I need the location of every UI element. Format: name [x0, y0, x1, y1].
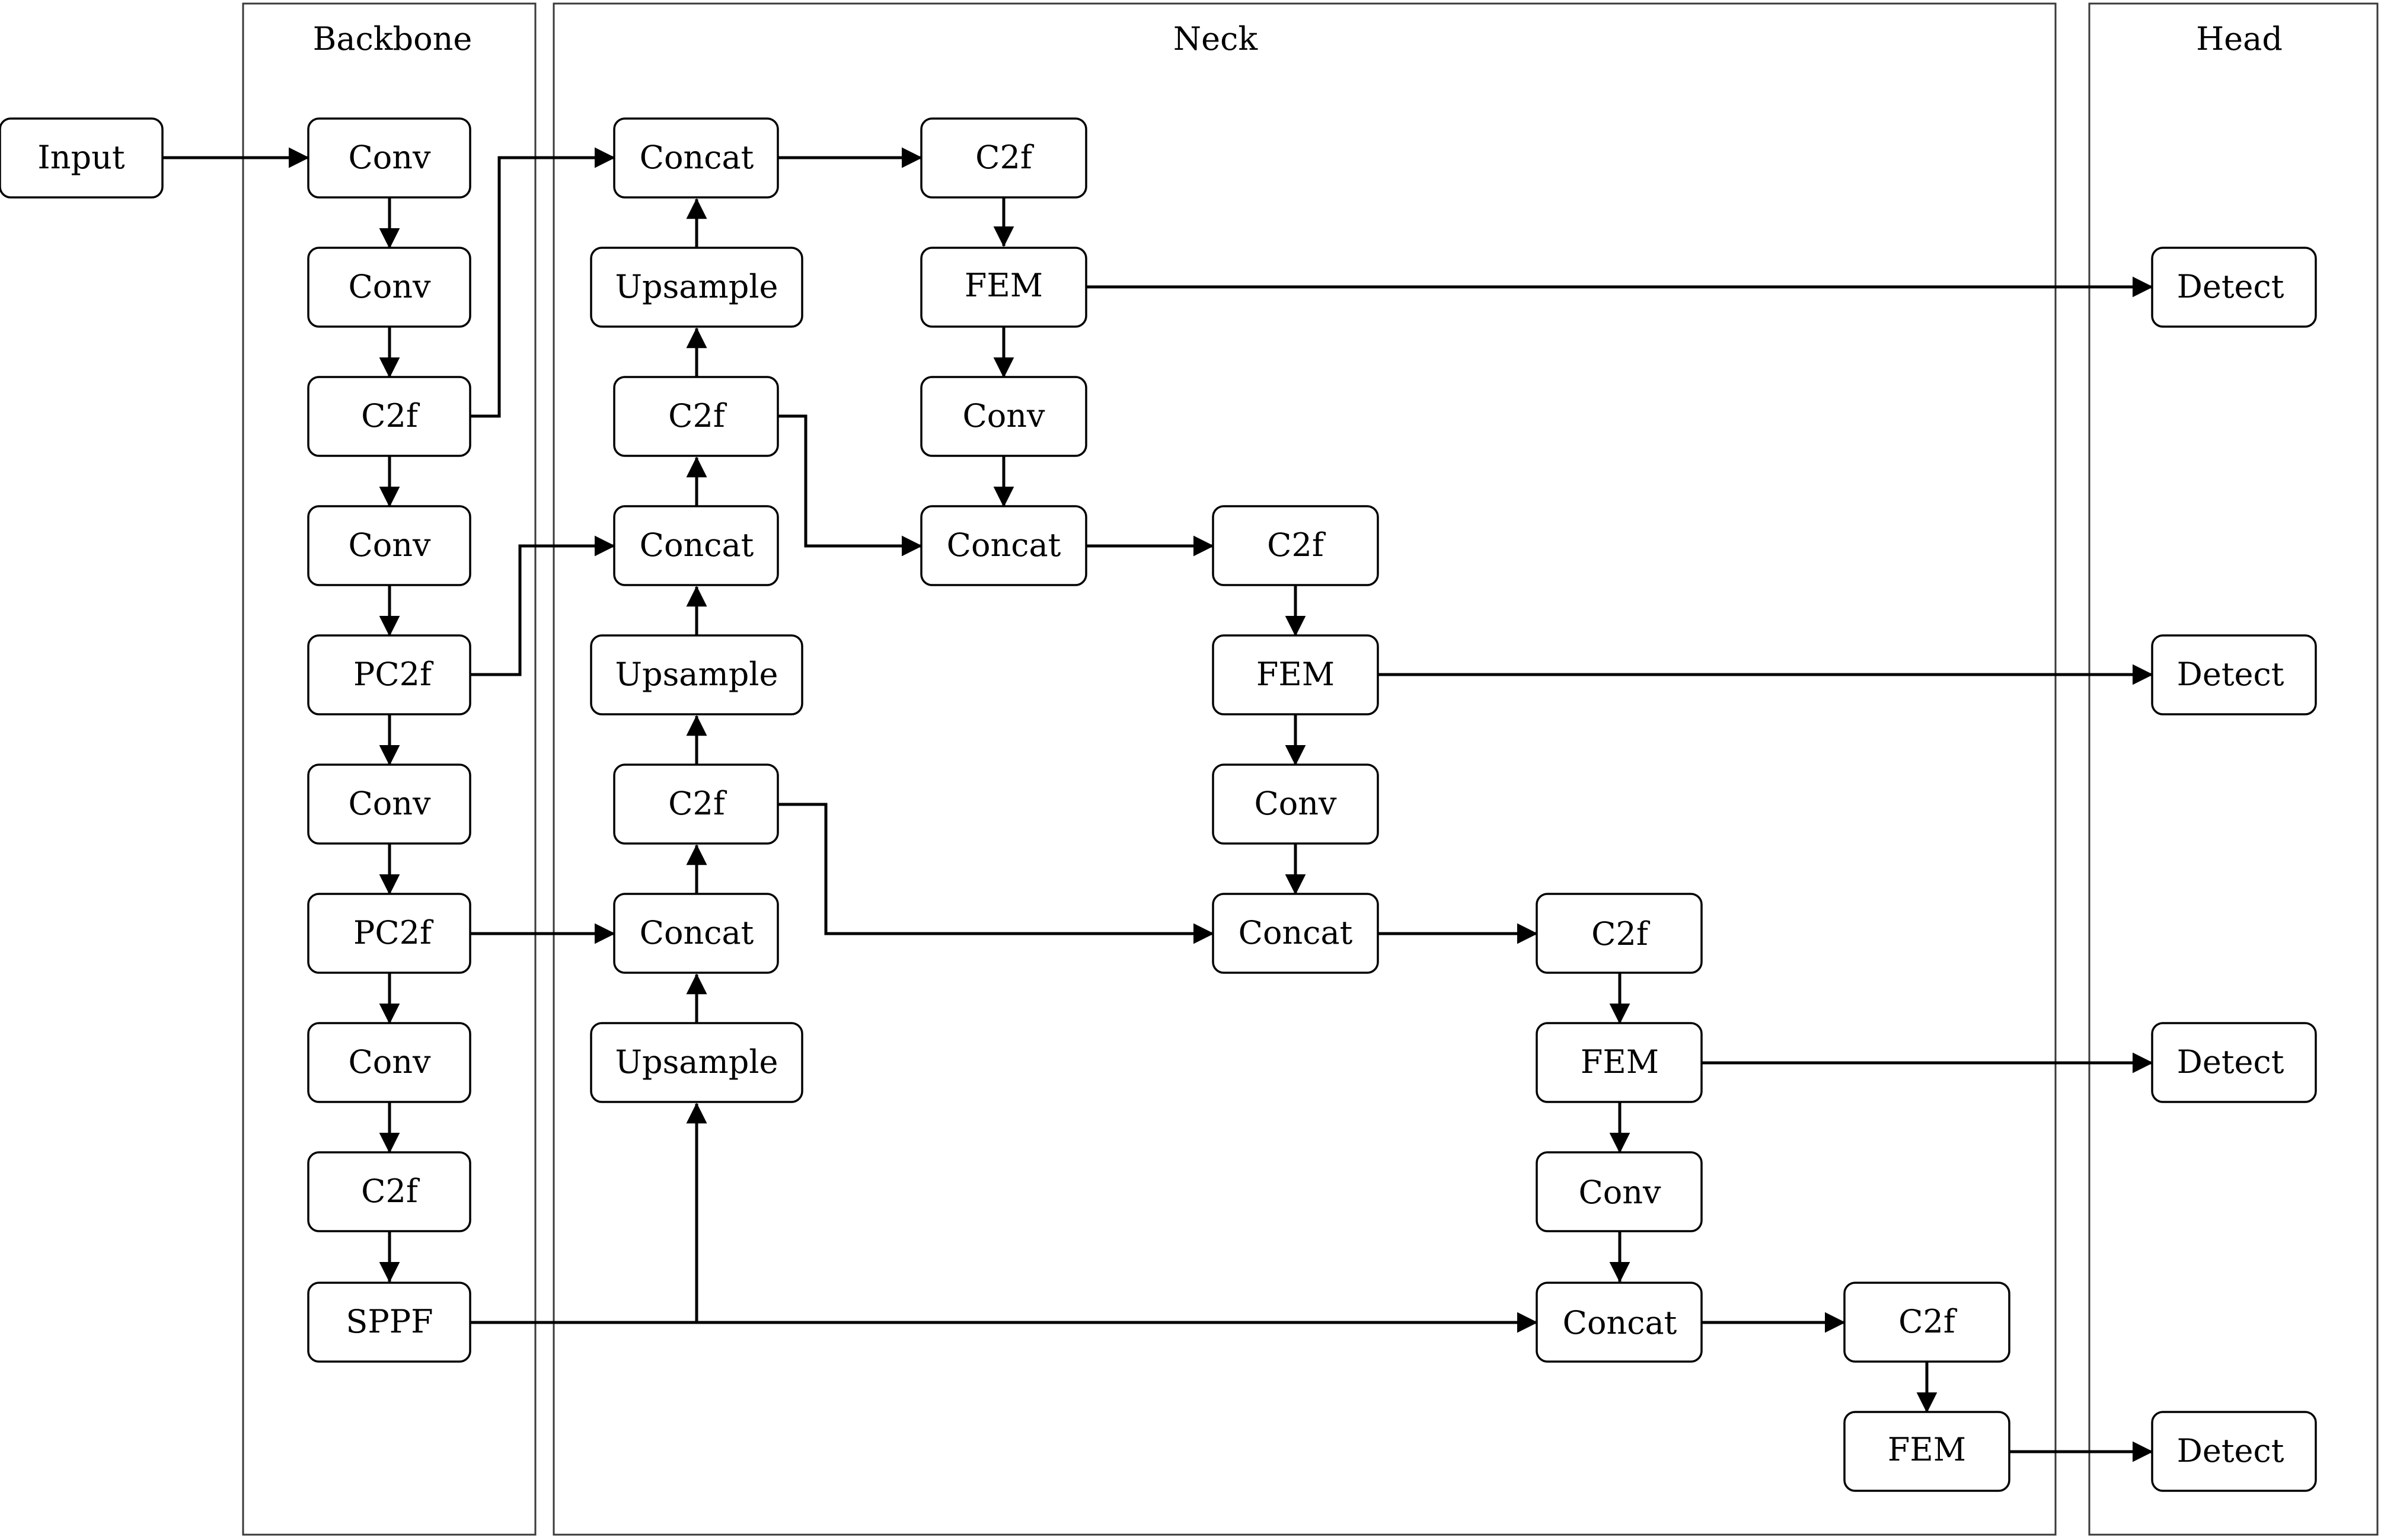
svg-text:Concat: Concat — [640, 139, 754, 176]
svg-text:C2f: C2f — [1267, 526, 1326, 564]
svg-text:Concat: Concat — [947, 526, 1061, 564]
node-backbone-conv-5: Conv — [307, 1022, 471, 1103]
edge-nc2f2-nconcat4 — [778, 414, 923, 557]
backbone-panel — [242, 2, 537, 1536]
node-input: Input — [0, 117, 164, 199]
node-neck-concat-3: Concat — [613, 893, 779, 974]
node-neck-conv-1: Conv — [920, 376, 1087, 457]
node-neck-fem-3: FEM — [1536, 1022, 1703, 1103]
svg-text:Upsample: Upsample — [615, 1043, 778, 1081]
svg-text:Conv: Conv — [348, 139, 431, 176]
svg-text:Conv: Conv — [348, 1043, 431, 1081]
svg-text:PC2f: PC2f — [353, 656, 434, 693]
svg-text:C2f: C2f — [361, 1172, 420, 1210]
node-backbone-conv-3: Conv — [307, 505, 471, 586]
node-neck-fem-1: FEM — [920, 247, 1087, 328]
node-head-detect-2: Detect — [2151, 634, 2317, 715]
node-neck-c2f-5: C2f — [1536, 893, 1703, 974]
backbone-title: Backbone — [313, 20, 473, 57]
node-backbone-c2f-1: C2f — [307, 376, 471, 457]
neck-title: Neck — [1173, 20, 1258, 57]
svg-text:Detect: Detect — [2177, 1432, 2284, 1469]
svg-text:Detect: Detect — [2177, 268, 2284, 305]
svg-text:C2f: C2f — [668, 785, 727, 822]
node-head-detect-1: Detect — [2151, 247, 2317, 328]
node-neck-fem-4: FEM — [1843, 1411, 2010, 1492]
svg-text:Conv: Conv — [1578, 1174, 1661, 1211]
head-panel — [2088, 2, 2379, 1536]
node-backbone-conv-2: Conv — [307, 247, 471, 328]
svg-text:Conv: Conv — [348, 268, 431, 305]
node-backbone-sppf: SPPF — [307, 1282, 471, 1363]
edge-bc2f1-nconcat1 — [470, 147, 615, 418]
svg-text:Upsample: Upsample — [615, 268, 778, 305]
neck-panel — [553, 2, 2057, 1536]
nodes: Input Conv Conv C2f Conv PC2f Conv — [0, 117, 2317, 1492]
node-neck-concat-1: Concat — [613, 117, 779, 199]
svg-text:Conv: Conv — [962, 397, 1045, 434]
svg-text:C2f: C2f — [975, 139, 1035, 176]
node-neck-upsample-3: Upsample — [590, 1022, 803, 1103]
node-neck-fem-2: FEM — [1212, 634, 1379, 715]
node-head-detect-4: Detect — [2151, 1411, 2317, 1492]
edge-bpc2f1-nconcat2 — [470, 535, 615, 676]
node-neck-concat-2: Concat — [613, 505, 779, 586]
svg-text:FEM: FEM — [1581, 1043, 1659, 1081]
node-neck-c2f-3: C2f — [613, 763, 779, 845]
svg-text:C2f: C2f — [1898, 1303, 1958, 1340]
edges — [162, 147, 2153, 1462]
node-head-detect-3: Detect — [2151, 1022, 2317, 1103]
svg-text:Concat: Concat — [640, 526, 754, 564]
node-backbone-c2f-2: C2f — [307, 1151, 471, 1232]
svg-text:FEM: FEM — [1256, 656, 1335, 693]
node-neck-upsample-2: Upsample — [590, 634, 803, 715]
svg-text:Upsample: Upsample — [615, 656, 778, 693]
svg-text:SPPF: SPPF — [346, 1303, 433, 1340]
node-neck-conv-2: Conv — [1212, 763, 1379, 845]
node-neck-c2f-4: C2f — [1212, 505, 1379, 586]
node-neck-c2f-1: C2f — [920, 117, 1087, 199]
svg-text:Concat: Concat — [1239, 914, 1353, 951]
node-backbone-conv-1: Conv — [307, 117, 471, 199]
svg-text:C2f: C2f — [361, 397, 420, 434]
node-neck-concat-4: Concat — [920, 505, 1087, 586]
svg-text:FEM: FEM — [1888, 1431, 1966, 1468]
svg-text:FEM: FEM — [965, 267, 1043, 304]
svg-text:Detect: Detect — [2177, 656, 2284, 693]
node-neck-conv-3: Conv — [1536, 1151, 1703, 1232]
svg-text:Concat: Concat — [1563, 1304, 1677, 1341]
svg-text:Conv: Conv — [348, 526, 431, 564]
svg-text:Conv: Conv — [348, 785, 431, 822]
node-neck-c2f-2: C2f — [613, 376, 779, 457]
svg-text:C2f: C2f — [1591, 915, 1651, 953]
node-neck-c2f-6: C2f — [1843, 1282, 2010, 1363]
node-neck-concat-6: Concat — [1536, 1282, 1703, 1363]
svg-text:Input: Input — [37, 139, 125, 176]
edge-nc2f3-nconcat5 — [778, 803, 1214, 944]
svg-text:Conv: Conv — [1254, 785, 1337, 822]
node-neck-upsample-1: Upsample — [590, 247, 803, 328]
svg-text:PC2f: PC2f — [353, 914, 434, 951]
svg-text:C2f: C2f — [668, 397, 727, 434]
node-backbone-pc2f-1: PC2f — [307, 634, 471, 715]
svg-text:Concat: Concat — [640, 914, 754, 951]
node-backbone-pc2f-2: PC2f — [307, 893, 471, 974]
node-backbone-conv-4: Conv — [307, 763, 471, 845]
svg-text:Detect: Detect — [2177, 1043, 2284, 1081]
head-title: Head — [2196, 20, 2283, 57]
node-neck-concat-5: Concat — [1212, 893, 1379, 974]
